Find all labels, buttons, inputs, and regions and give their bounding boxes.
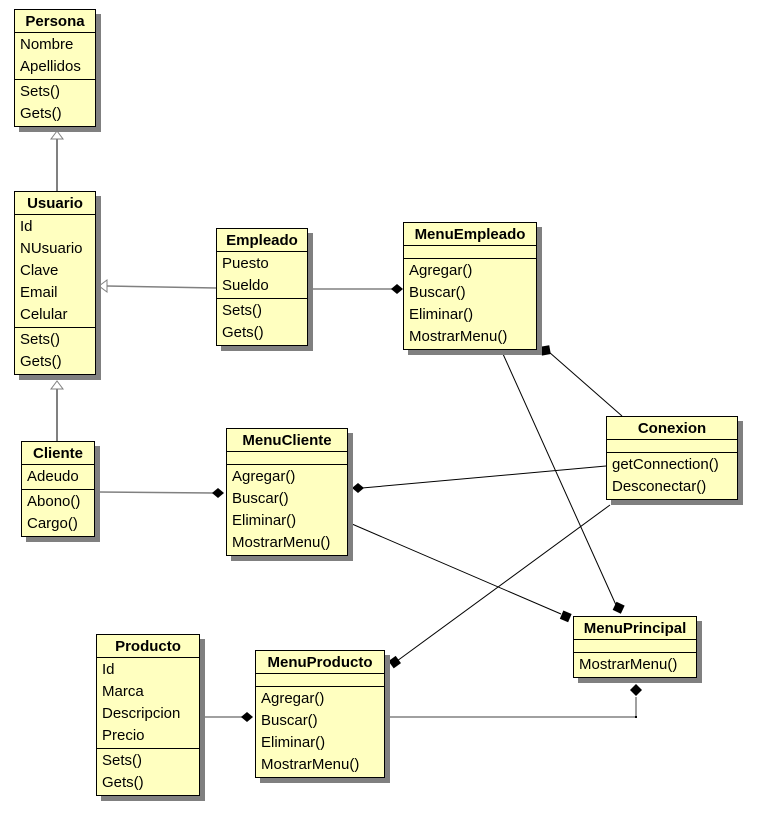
- method: Sets(): [20, 331, 61, 348]
- method: Eliminar(): [261, 734, 326, 751]
- composition-conexion-menucliente: [352, 465, 607, 493]
- attributes-section: [607, 440, 737, 452]
- method: Desconectar(): [612, 478, 707, 495]
- methods-section: Agregar() Buscar() Eliminar() MostrarMen…: [256, 686, 384, 777]
- methods-section: Sets() Gets(): [15, 327, 95, 374]
- method: Cargo(): [27, 515, 78, 532]
- class-menuproducto[interactable]: MenuProducto Agregar() Buscar() Eliminar…: [255, 650, 385, 778]
- class-name: MenuCliente: [227, 429, 347, 452]
- attribute: NUsuario: [20, 240, 83, 257]
- attribute: Clave: [20, 262, 59, 279]
- attributes-section: [574, 640, 696, 652]
- attributes-section: [256, 674, 384, 686]
- attribute: Descripcion: [102, 705, 181, 722]
- methods-section: Sets() Gets(): [217, 298, 307, 345]
- composition-conexion-menuempleado: [540, 345, 623, 417]
- class-usuario[interactable]: Usuario Id NUsuario Clave Email Celular …: [14, 191, 96, 375]
- attributes-section: [404, 246, 536, 258]
- attribute: Id: [20, 218, 33, 235]
- generalization-cliente-usuario: [50, 380, 64, 441]
- methods-section: Abono() Cargo(): [22, 489, 94, 536]
- composition-menucliente-menuprincipal: [351, 523, 572, 623]
- composition-conexion-menuproducto: [388, 504, 611, 669]
- class-menuempleado[interactable]: MenuEmpleado Agregar() Buscar() Eliminar…: [403, 222, 537, 350]
- class-name: MenuPrincipal: [574, 617, 696, 640]
- method: Agregar(): [261, 690, 325, 707]
- method: MostrarMenu(): [261, 756, 360, 773]
- composition-menuempleado-menuprincipal: [502, 353, 625, 614]
- attributes-section: Puesto Sueldo: [217, 252, 307, 298]
- class-producto[interactable]: Producto Id Marca Descripcion Precio Set…: [96, 634, 200, 796]
- attributes-section: Nombre Apellidos: [15, 33, 95, 79]
- generalization-usuario-persona: [50, 130, 64, 191]
- class-empleado[interactable]: Empleado Puesto Sueldo Sets() Gets(): [216, 228, 308, 346]
- method: Gets(): [20, 105, 62, 122]
- method: Buscar(): [232, 490, 289, 507]
- method: Agregar(): [232, 468, 296, 485]
- attributes-section: Id Marca Descripcion Precio: [97, 658, 199, 748]
- composition-menuproducto-menuprincipal: [387, 684, 642, 718]
- class-name: Producto: [97, 635, 199, 658]
- attributes-section: Adeudo: [22, 465, 94, 489]
- method: getConnection(): [612, 456, 719, 473]
- method: Gets(): [20, 353, 62, 370]
- attribute: Apellidos: [20, 58, 81, 75]
- method: Sets(): [20, 83, 61, 100]
- attribute: Nombre: [20, 36, 74, 53]
- method: Eliminar(): [409, 306, 474, 323]
- method: MostrarMenu(): [579, 656, 678, 673]
- class-name: MenuProducto: [256, 651, 384, 674]
- attribute: Sueldo: [222, 277, 269, 294]
- class-name: Empleado: [217, 229, 307, 252]
- method: Gets(): [102, 774, 144, 791]
- class-name: Conexion: [607, 417, 737, 440]
- attribute: Id: [102, 661, 115, 678]
- composition-producto-menuproducto: [201, 712, 253, 722]
- class-name: Usuario: [15, 192, 95, 215]
- class-name: MenuEmpleado: [404, 223, 536, 246]
- methods-section: Sets() Gets(): [97, 748, 199, 795]
- method: MostrarMenu(): [409, 328, 508, 345]
- method: Gets(): [222, 324, 264, 341]
- methods-section: Agregar() Buscar() Eliminar() MostrarMen…: [227, 464, 347, 555]
- class-name: Persona: [15, 10, 95, 33]
- method: Abono(): [27, 493, 81, 510]
- attribute: Adeudo: [27, 468, 79, 485]
- class-menucliente[interactable]: MenuCliente Agregar() Buscar() Eliminar(…: [226, 428, 348, 556]
- class-name: Cliente: [22, 442, 94, 465]
- attributes-section: [227, 452, 347, 464]
- method: Sets(): [102, 752, 143, 769]
- class-cliente[interactable]: Cliente Adeudo Abono() Cargo(): [21, 441, 95, 537]
- attribute: Celular: [20, 306, 68, 323]
- methods-section: Agregar() Buscar() Eliminar() MostrarMen…: [404, 258, 536, 349]
- methods-section: Sets() Gets(): [15, 79, 95, 126]
- method: Buscar(): [409, 284, 466, 301]
- methods-section: MostrarMenu(): [574, 652, 696, 677]
- composition-empleado-menuempleado: [310, 284, 403, 294]
- attributes-section: Id NUsuario Clave Email Celular: [15, 215, 95, 327]
- methods-section: getConnection() Desconectar(): [607, 452, 737, 499]
- attribute: Precio: [102, 727, 145, 744]
- attribute: Puesto: [222, 255, 269, 272]
- class-persona[interactable]: Persona Nombre Apellidos Sets() Gets(): [14, 9, 96, 127]
- method: Eliminar(): [232, 512, 297, 529]
- class-conexion[interactable]: Conexion getConnection() Desconectar(): [606, 416, 738, 500]
- generalization-empleado-usuario: [98, 279, 217, 293]
- method: Buscar(): [261, 712, 318, 729]
- method: MostrarMenu(): [232, 534, 331, 551]
- attribute: Email: [20, 284, 58, 301]
- method: Sets(): [222, 302, 263, 319]
- attribute: Marca: [102, 683, 144, 700]
- class-menuprincipal[interactable]: MenuPrincipal MostrarMenu(): [573, 616, 697, 678]
- composition-cliente-menucliente: [97, 488, 224, 498]
- method: Agregar(): [409, 262, 473, 279]
